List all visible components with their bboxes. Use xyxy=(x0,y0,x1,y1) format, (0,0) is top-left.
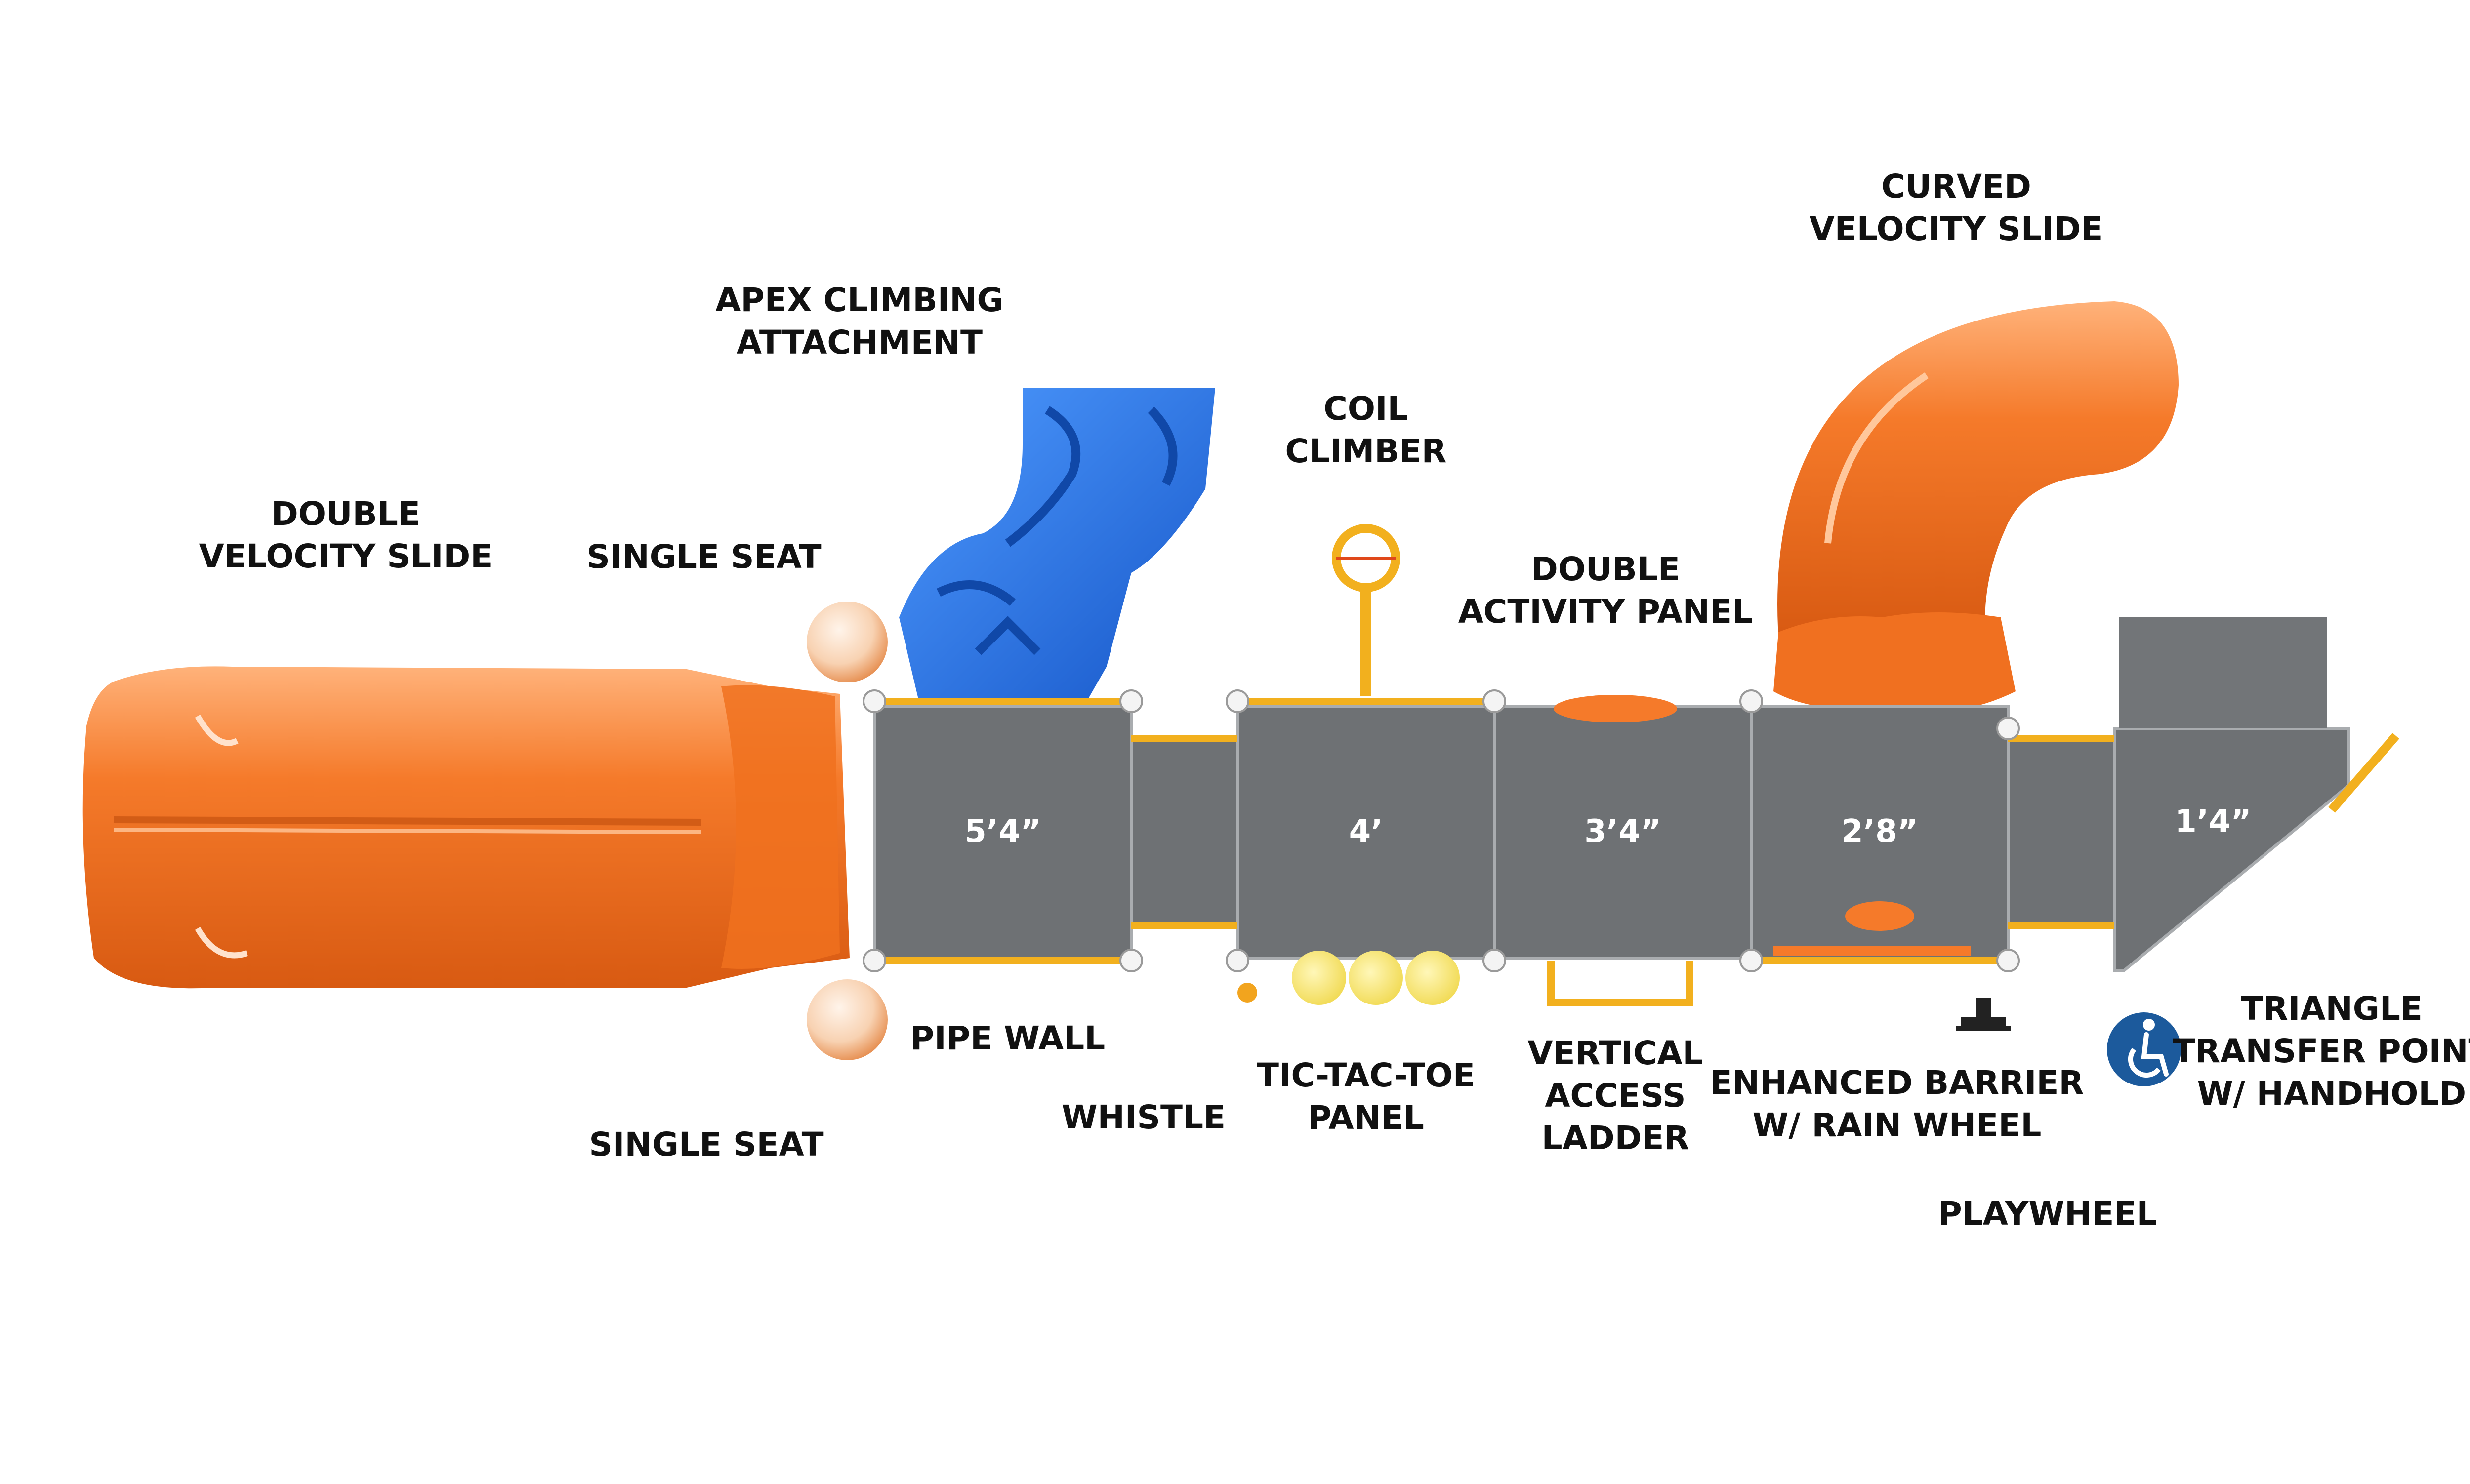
coil-climber xyxy=(1332,524,1400,696)
deck-label-2: 4’ xyxy=(1349,813,1383,850)
deck-connector-2 xyxy=(2007,739,2116,925)
single-seat-top-label: SINGLE SEAT xyxy=(586,538,822,576)
double-activity-panel xyxy=(1554,695,1677,722)
curved-velocity-slide-label: CURVED VELOCITY SLIDE xyxy=(1809,167,2103,248)
playwheel xyxy=(1956,998,2011,1031)
coil-climber-label: COIL CLIMBER xyxy=(1285,390,1447,470)
double-velocity-slide-label: DOUBLE VELOCITY SLIDE xyxy=(199,495,493,575)
playwheel-label: PLAYWHEEL xyxy=(1938,1195,2157,1233)
pipe-rails xyxy=(874,698,2114,964)
deck-label-1: 5’4” xyxy=(964,813,1041,850)
deck-3-4 xyxy=(1493,705,1753,960)
single-seat-bottom xyxy=(807,979,888,1060)
deck-label-3: 3’4” xyxy=(1584,813,1661,850)
transfer-platform-top xyxy=(2119,617,2327,728)
post-clamps xyxy=(863,689,2020,972)
pipe-wall-label: PIPE WALL xyxy=(910,1019,1106,1057)
curved-velocity-slide xyxy=(1773,301,2179,714)
apex-climbing-attachment-label: APEX CLIMBING ATTACHMENT xyxy=(715,281,1004,361)
deck-label-4: 2’8” xyxy=(1841,813,1918,850)
triangle-transfer-point-label: TRIANGLE TRANSFER POINT W/ HANDHOLD xyxy=(2173,990,2470,1113)
transfer-handhold xyxy=(2328,733,2399,813)
double-activity-panel-label: DOUBLE ACTIVITY PANEL xyxy=(1458,550,1753,631)
single-seat-bottom-label: SINGLE SEAT xyxy=(589,1125,824,1163)
vertical-access-ladder xyxy=(1547,961,1693,1006)
enhanced-barrier-label: ENHANCED BARRIER W/ RAIN WHEEL xyxy=(1710,1064,2084,1144)
wheelchair-icon xyxy=(2107,1012,2181,1086)
enhanced-barrier xyxy=(1773,901,1971,956)
deck-1-4 xyxy=(2113,727,2350,972)
double-velocity-slide xyxy=(82,666,850,989)
apex-climbing-attachment xyxy=(899,388,1215,701)
deck-4 xyxy=(1236,705,1496,960)
whistle xyxy=(1237,983,1257,1003)
vertical-access-ladder-label: VERTICAL ACCESS LADDER xyxy=(1527,1034,1703,1157)
deck-5-4 xyxy=(873,705,1133,960)
deck-connector-1 xyxy=(1130,739,1239,925)
tic-tac-toe-panel xyxy=(1292,951,1460,1005)
single-seat-top xyxy=(807,602,888,682)
deck-label-5: 1’4” xyxy=(2175,803,2251,840)
whistle-label: WHISTLE xyxy=(1061,1098,1226,1136)
deck-row xyxy=(873,617,2399,972)
tic-tac-toe-panel-label: TIC-TAC-TOE PANEL xyxy=(1256,1056,1476,1137)
